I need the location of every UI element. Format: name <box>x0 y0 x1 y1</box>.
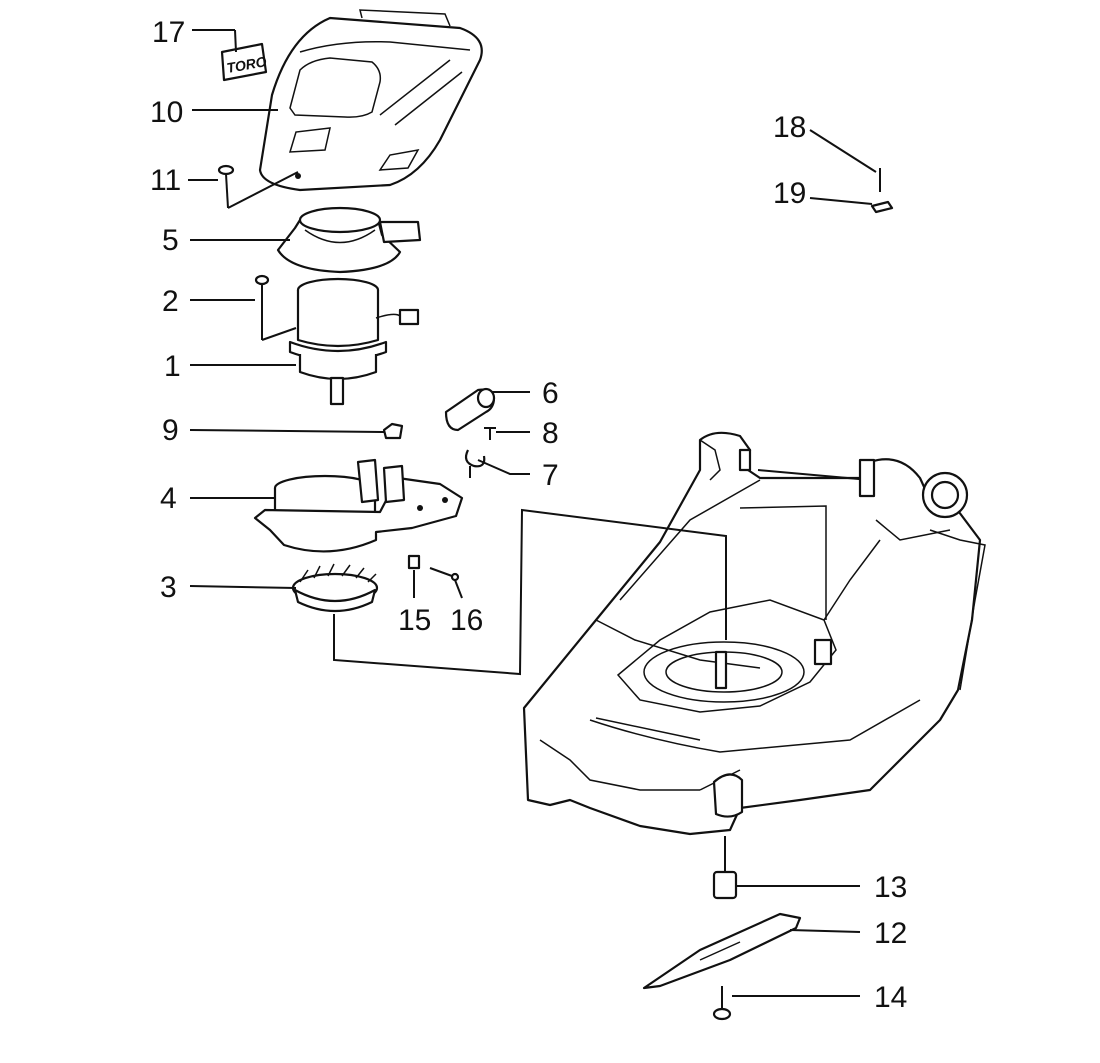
callout-18: 18 <box>773 111 806 144</box>
assembly-connector-line <box>333 508 727 676</box>
callout-12: 12 <box>874 917 907 950</box>
part-1-motor <box>288 277 420 406</box>
callout-8: 8 <box>542 417 559 450</box>
callout-13: 13 <box>874 871 907 904</box>
part-10-motor-cover <box>258 9 483 192</box>
mower-deck <box>522 431 986 836</box>
leader-lines <box>188 29 877 997</box>
callout-15: 15 <box>398 604 431 637</box>
part-16-screw <box>429 567 460 582</box>
callout-14: 14 <box>874 981 907 1014</box>
callout-10: 10 <box>150 96 183 129</box>
part-2-bolt <box>254 274 297 341</box>
part-7-clip <box>464 449 486 478</box>
callout-7: 7 <box>542 459 559 492</box>
part-12-blade <box>642 912 802 990</box>
part-14-bolt <box>712 986 732 1021</box>
part-15-nut <box>407 554 421 570</box>
part-13-adapter <box>712 836 738 900</box>
part-5-shroud <box>276 206 422 274</box>
callout-5: 5 <box>162 224 179 257</box>
part-3-fan <box>291 563 379 612</box>
callout-19: 19 <box>773 177 806 210</box>
callout-3: 3 <box>160 571 177 604</box>
part-6-pin <box>444 387 496 432</box>
callout-4: 4 <box>160 482 177 515</box>
callout-11: 11 <box>150 164 181 197</box>
callout-17: 17 <box>152 16 185 49</box>
callout-numbers: 17 10 11 5 2 1 9 4 3 6 8 7 15 16 18 19 1… <box>150 16 907 1014</box>
callout-9: 9 <box>162 414 179 447</box>
part-19-clip <box>870 200 894 214</box>
part-4-fan-housing <box>253 458 464 553</box>
decal-logo-text: TORO <box>225 53 267 76</box>
part-17-decal: TORO <box>220 42 268 82</box>
part-9-clip <box>382 422 404 440</box>
callout-6: 6 <box>542 377 559 410</box>
callout-1: 1 <box>164 350 181 383</box>
callout-16: 16 <box>450 604 483 637</box>
part-8-pin <box>484 427 496 440</box>
part-11-screw <box>217 164 299 209</box>
callout-2: 2 <box>162 285 179 318</box>
